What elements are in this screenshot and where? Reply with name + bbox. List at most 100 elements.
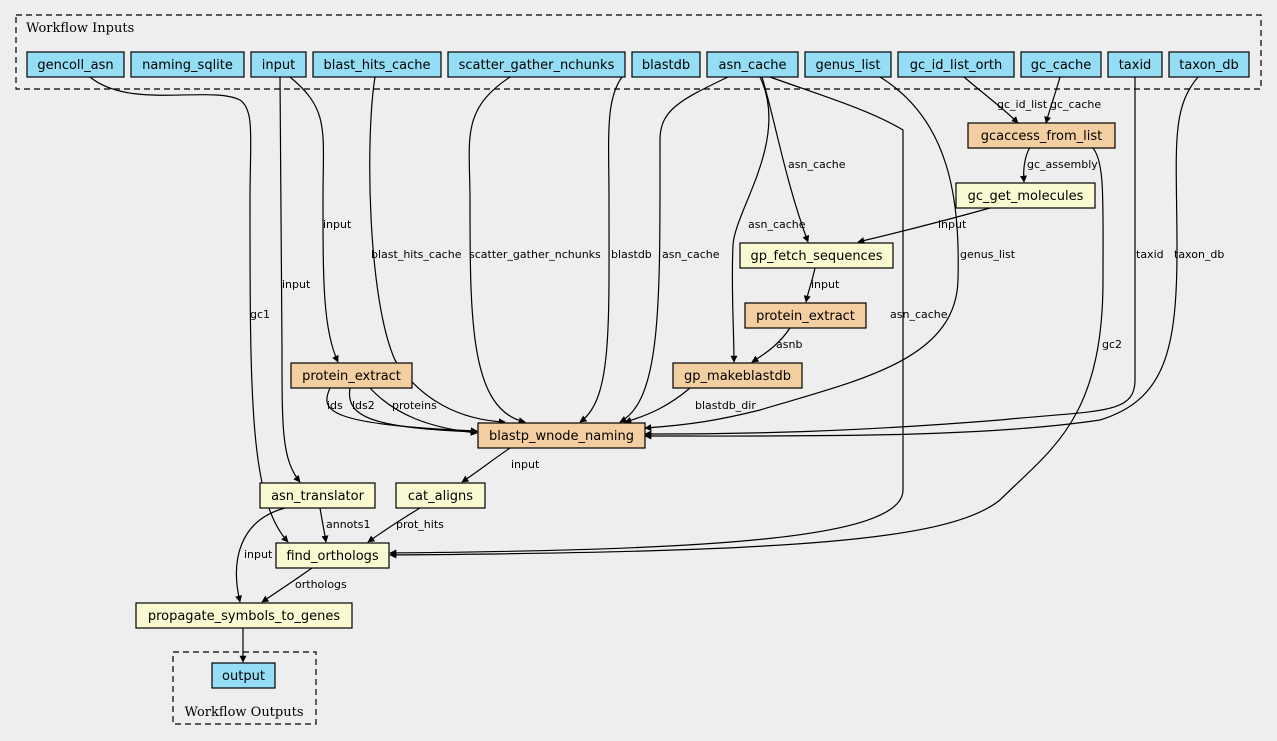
edge-asn_cache-blastp: asn_cache: [619, 76, 729, 423]
edge-gp_makeblastdb-blastp: blastdb_dir: [624, 387, 756, 424]
edge-gc_get_molecules-gp_fetch: input: [857, 207, 991, 244]
edge-cat_aligns-find_orthologs: prot_hits: [367, 507, 444, 543]
edge-scatter-blastp: scatter_gather_nchunks: [468, 76, 601, 425]
edge-gcaccess-gc_get_molecules: gc_assembly: [1019, 146, 1098, 183]
node-asn_cache[interactable]: asn_cache: [706, 51, 799, 78]
svg-text:gc_id_list: gc_id_list: [997, 98, 1048, 111]
node-protein_extract-top[interactable]: protein_extract: [744, 302, 867, 329]
svg-text:gc1: gc1: [250, 308, 270, 321]
svg-text:annots1: annots1: [326, 518, 370, 531]
workflow-outputs-cluster: Workflow Outputs: [172, 651, 317, 725]
node-genus_list[interactable]: genus_list: [804, 51, 892, 78]
svg-text:gc_get_molecules: gc_get_molecules: [968, 189, 1084, 204]
node-gcaccess_from_list[interactable]: gcaccess_from_list: [967, 122, 1116, 149]
svg-text:input: input: [511, 458, 540, 471]
svg-text:ids: ids: [327, 399, 343, 412]
svg-text:blast_hits_cache: blast_hits_cache: [371, 248, 462, 261]
svg-text:propagate_symbols_to_genes: propagate_symbols_to_genes: [148, 609, 341, 624]
edge-asn_translator-propagate: input: [235, 507, 286, 603]
svg-text:protein_extract: protein_extract: [302, 369, 401, 384]
svg-text:find_orthologs: find_orthologs: [286, 549, 379, 564]
edge-gc_id_list_orth-gcaccess: gc_id_list: [963, 76, 1048, 124]
node-propagate_symbols_to_genes[interactable]: propagate_symbols_to_genes: [135, 602, 353, 629]
node-scatter_gather_nchunks[interactable]: scatter_gather_nchunks: [447, 51, 626, 78]
svg-text:input: input: [811, 278, 840, 291]
workflow-inputs-cluster: Workflow Inputs: [15, 14, 1262, 90]
svg-text:gcaccess_from_list: gcaccess_from_list: [981, 129, 1103, 144]
svg-text:cat_aligns: cat_aligns: [408, 489, 473, 504]
node-naming_sqlite[interactable]: naming_sqlite: [130, 51, 245, 78]
svg-text:lds2: lds2: [352, 399, 375, 412]
svg-text:gc2: gc2: [1102, 338, 1122, 351]
edge-genus_list-blastp: genus_list: [644, 76, 1016, 432]
svg-text:protein_extract: protein_extract: [756, 309, 855, 324]
svg-text:input: input: [282, 278, 311, 291]
node-blast_hits_cache[interactable]: blast_hits_cache: [312, 51, 442, 78]
workflow-inputs-label: Workflow Inputs: [26, 21, 134, 36]
node-cat_aligns[interactable]: cat_aligns: [395, 482, 486, 509]
svg-text:gc_cache: gc_cache: [1050, 98, 1101, 111]
edge-asn_cache-find_orthologs: asn_cache: [389, 76, 948, 557]
svg-text:genus_list: genus_list: [815, 58, 880, 73]
svg-text:asn_cache: asn_cache: [788, 158, 846, 171]
svg-text:blastdb_dir: blastdb_dir: [695, 399, 756, 412]
nodes: gencoll_asn naming_sqlite input blast_hi…: [26, 51, 1250, 689]
edge-input-protein_extract: input: [289, 76, 352, 363]
edge-find_orthologs-propagate: orthologs: [261, 567, 347, 603]
svg-text:prot_hits: prot_hits: [396, 518, 444, 531]
svg-text:input: input: [323, 218, 352, 231]
edge-asn_cache-gp_fetch: asn_cache: [761, 76, 846, 243]
svg-text:blast_hits_cache: blast_hits_cache: [324, 58, 431, 73]
edge-asn_translator-find_orthologs: annots1: [319, 507, 370, 543]
node-gc_get_molecules[interactable]: gc_get_molecules: [955, 182, 1096, 209]
svg-text:asn_cache: asn_cache: [662, 248, 720, 261]
svg-text:gp_makeblastdb: gp_makeblastdb: [684, 369, 791, 384]
node-blastdb[interactable]: blastdb: [631, 51, 701, 78]
node-input[interactable]: input: [250, 51, 307, 78]
node-taxid[interactable]: taxid: [1107, 51, 1163, 78]
svg-text:asn_cache: asn_cache: [719, 58, 787, 73]
svg-text:asn_cache: asn_cache: [890, 308, 948, 321]
svg-text:scatter_gather_nchunks: scatter_gather_nchunks: [469, 248, 601, 261]
node-gc_cache[interactable]: gc_cache: [1020, 51, 1102, 78]
node-output[interactable]: output: [211, 662, 276, 689]
node-gc_id_list_orth[interactable]: gc_id_list_orth: [897, 51, 1015, 78]
edge-blastp-cat_aligns: input: [461, 447, 540, 483]
node-gp_fetch_sequences[interactable]: gp_fetch_sequences: [739, 242, 894, 269]
svg-text:genus_list: genus_list: [960, 248, 1016, 261]
node-gencoll_asn[interactable]: gencoll_asn: [26, 51, 125, 78]
svg-text:blastp_wnode_naming: blastp_wnode_naming: [489, 429, 634, 444]
node-find_orthologs[interactable]: find_orthologs: [275, 542, 390, 569]
edge-gc_cache-gcaccess: gc_cache: [1044, 76, 1101, 124]
node-taxon_db[interactable]: taxon_db: [1168, 51, 1250, 78]
svg-text:gencoll_asn: gencoll_asn: [37, 58, 113, 73]
svg-text:input: input: [262, 58, 295, 73]
edge-input-asn_translator: input: [279, 76, 311, 483]
svg-text:taxon_db: taxon_db: [1179, 58, 1239, 73]
svg-text:gp_fetch_sequences: gp_fetch_sequences: [751, 249, 883, 264]
node-blastp_wnode_naming[interactable]: blastp_wnode_naming: [477, 422, 646, 449]
svg-text:blastdb: blastdb: [611, 248, 652, 261]
svg-text:asn_translator: asn_translator: [271, 489, 365, 504]
edge-gcaccess-find_orthologs: gc2: [389, 146, 1122, 559]
node-protein_extract[interactable]: protein_extract: [290, 362, 413, 389]
edge-gp_fetch-protein_extract_top: input: [803, 267, 840, 303]
svg-text:asn_cache: asn_cache: [748, 218, 806, 231]
svg-text:asnb: asnb: [776, 338, 802, 351]
edge-taxon_db-blastp: taxon_db: [644, 76, 1224, 440]
workflow-outputs-label: Workflow Outputs: [185, 705, 304, 720]
svg-text:gc_assembly: gc_assembly: [1027, 158, 1098, 171]
edge-taxid-blastp: taxid: [644, 77, 1164, 438]
node-gp_makeblastdb[interactable]: gp_makeblastdb: [672, 362, 803, 389]
node-asn_translator[interactable]: asn_translator: [259, 482, 376, 509]
svg-text:input: input: [244, 548, 273, 561]
svg-text:scatter_gather_nchunks: scatter_gather_nchunks: [459, 58, 615, 73]
edges: gc_id_list gc_cache gc_assembly asn_cach…: [89, 76, 1224, 663]
edge-protein_extract-blastp-ids: ids: [326, 387, 478, 435]
edge-protein_extract-blastp-proteins: proteins: [369, 387, 478, 436]
edge-blastdb-blastp: blastdb: [579, 76, 652, 423]
svg-text:blastdb: blastdb: [642, 58, 690, 73]
svg-text:taxid: taxid: [1136, 248, 1164, 261]
svg-text:output: output: [222, 669, 265, 684]
